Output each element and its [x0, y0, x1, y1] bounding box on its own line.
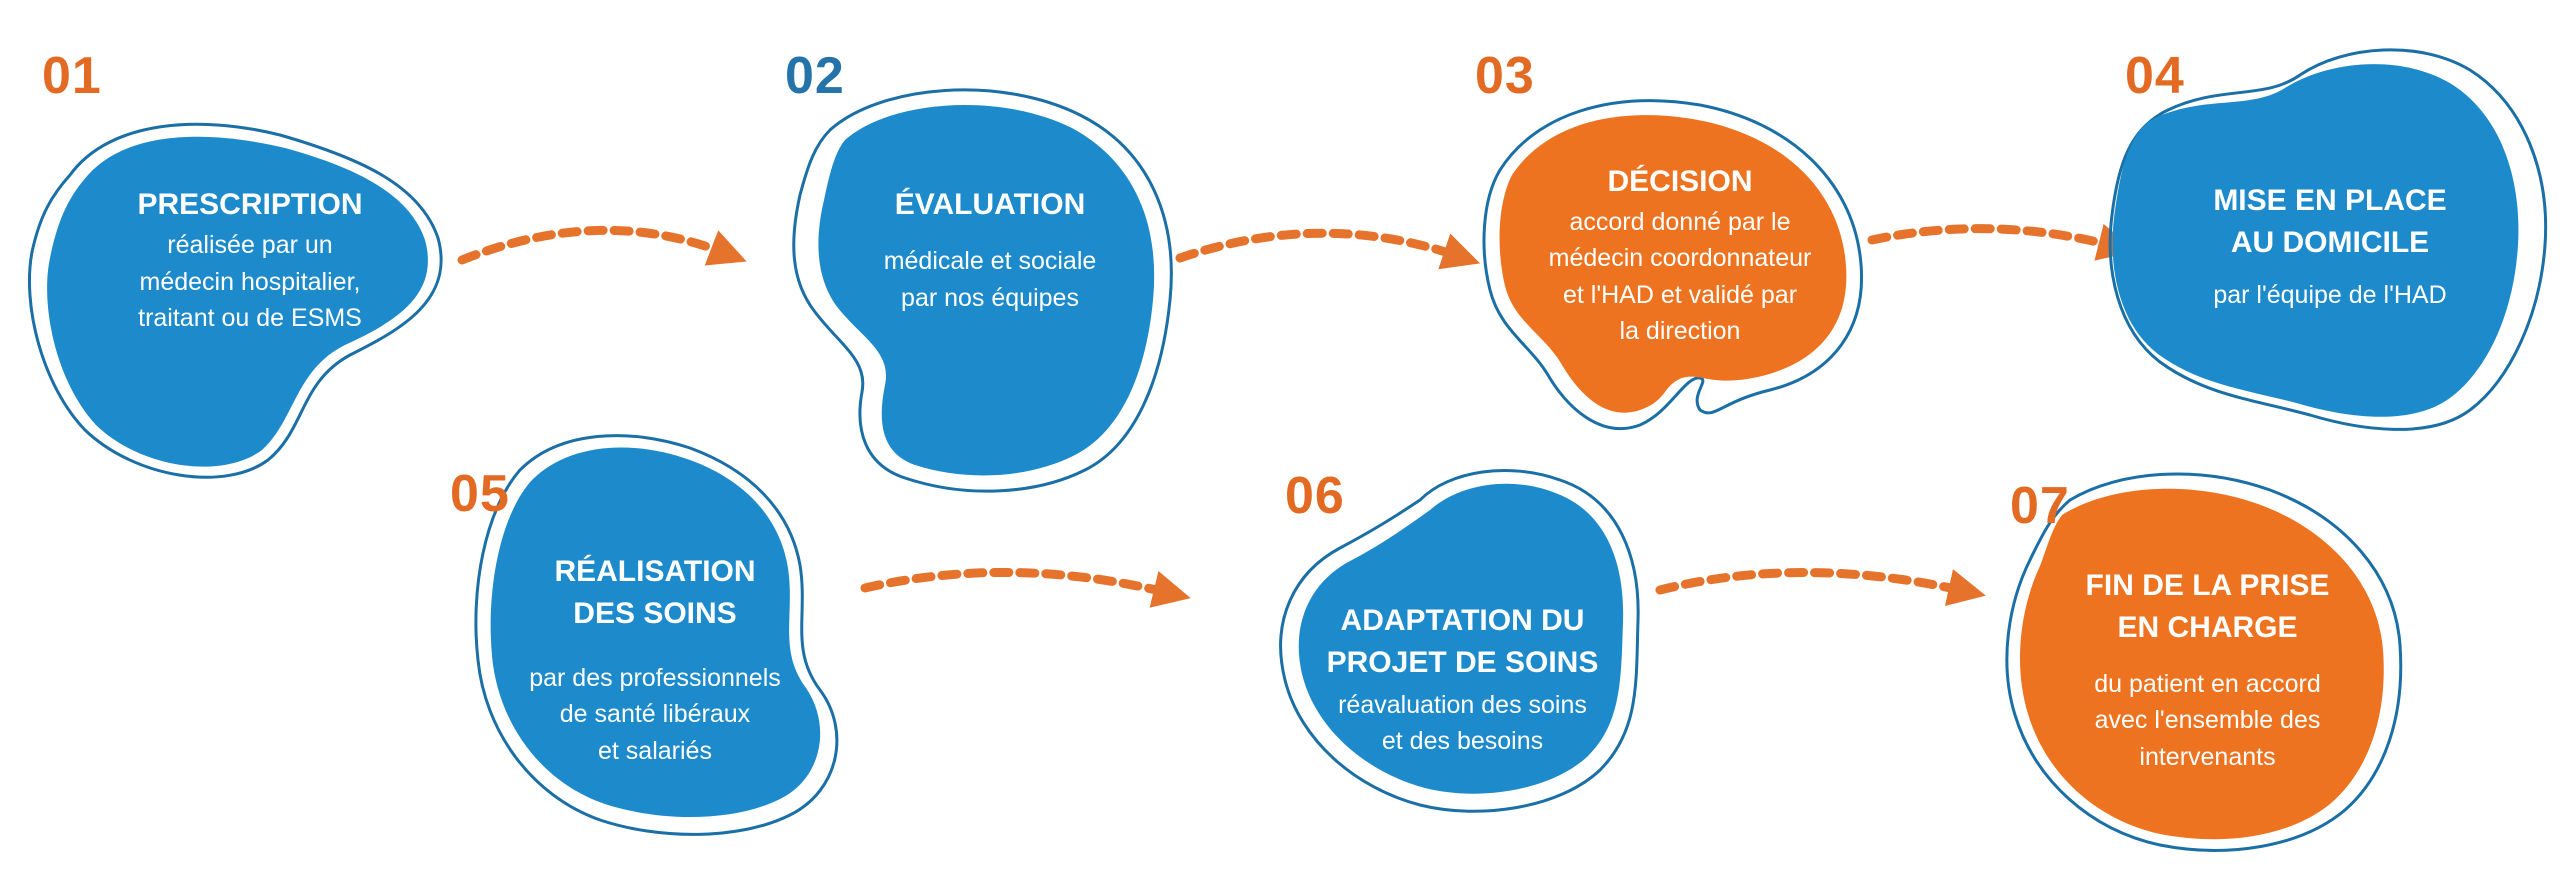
step-01-number: 01	[42, 47, 102, 105]
step-03-description: accord donné par le médecin coordonnateu…	[1548, 208, 1812, 345]
step-04-number: 04	[2125, 47, 2185, 105]
step-02-blob	[792, 88, 1173, 493]
step-03-blob	[1482, 99, 1863, 431]
step-03-text: DÉCISION accord donné par le médecin coo…	[1495, 150, 1865, 360]
step-06-text: ADAPTATION DU PROJET DE SOINS réavaluati…	[1290, 600, 1635, 760]
step-02-description: médicale et sociale par nos équipes	[883, 247, 1097, 312]
step-07-title: FIN DE LA PRISE EN CHARGE	[2085, 569, 2330, 644]
step-05-blob	[474, 434, 839, 836]
step-01-text: PRESCRIPTION réalisée par un médecin hos…	[80, 160, 420, 360]
step-06-title: ADAPTATION DU PROJET DE SOINS	[1326, 604, 1599, 679]
step-03-number: 03	[1475, 47, 1535, 105]
step-06-number: 06	[1285, 467, 1345, 525]
step-01-title: PRESCRIPTION	[137, 187, 363, 221]
arrow-02-03	[1175, 228, 1481, 270]
step-07-description: du patient en accord avec l'ensemble des…	[2094, 670, 2321, 771]
step-02-title: ÉVALUATION	[894, 188, 1086, 222]
step-05-text: RÉALISATION DES SOINS par des profession…	[490, 540, 820, 780]
arrow-06-07	[1655, 568, 1986, 607]
step-01-description: réalisée par un médecin hospitalier, tra…	[138, 231, 362, 332]
step-02-text: ÉVALUATION médicale et sociale par nos é…	[835, 175, 1145, 325]
step-01-blob	[28, 122, 443, 479]
arrow-05-06	[860, 567, 1191, 608]
step-06-blob	[1279, 469, 1640, 813]
step-06-description: réavaluation des soins et des besoins	[1338, 691, 1587, 756]
step-05-description: par des professionnels de santé libéraux…	[529, 664, 781, 765]
step-03-title: DÉCISION	[1607, 164, 1753, 198]
step-07-text: FIN DE LA PRISE EN CHARGE du patient en …	[2035, 555, 2380, 785]
step-04-title: MISE EN PLACE AU DOMICILE	[2213, 184, 2447, 259]
step-05-number: 05	[450, 465, 510, 523]
step-07-number: 07	[2010, 477, 2070, 535]
arrow-01-02	[457, 225, 747, 266]
step-04-description: par l'équipe de l'HAD	[2213, 281, 2447, 310]
step-07-blob	[2005, 472, 2403, 852]
step-04-text: MISE EN PLACE AU DOMICILE par l'équipe d…	[2160, 172, 2500, 322]
step-04-blob	[2108, 48, 2548, 431]
step-02-number: 02	[785, 47, 845, 105]
arrow-03-04	[1867, 223, 2136, 261]
step-05-title: RÉALISATION DES SOINS	[554, 555, 756, 630]
